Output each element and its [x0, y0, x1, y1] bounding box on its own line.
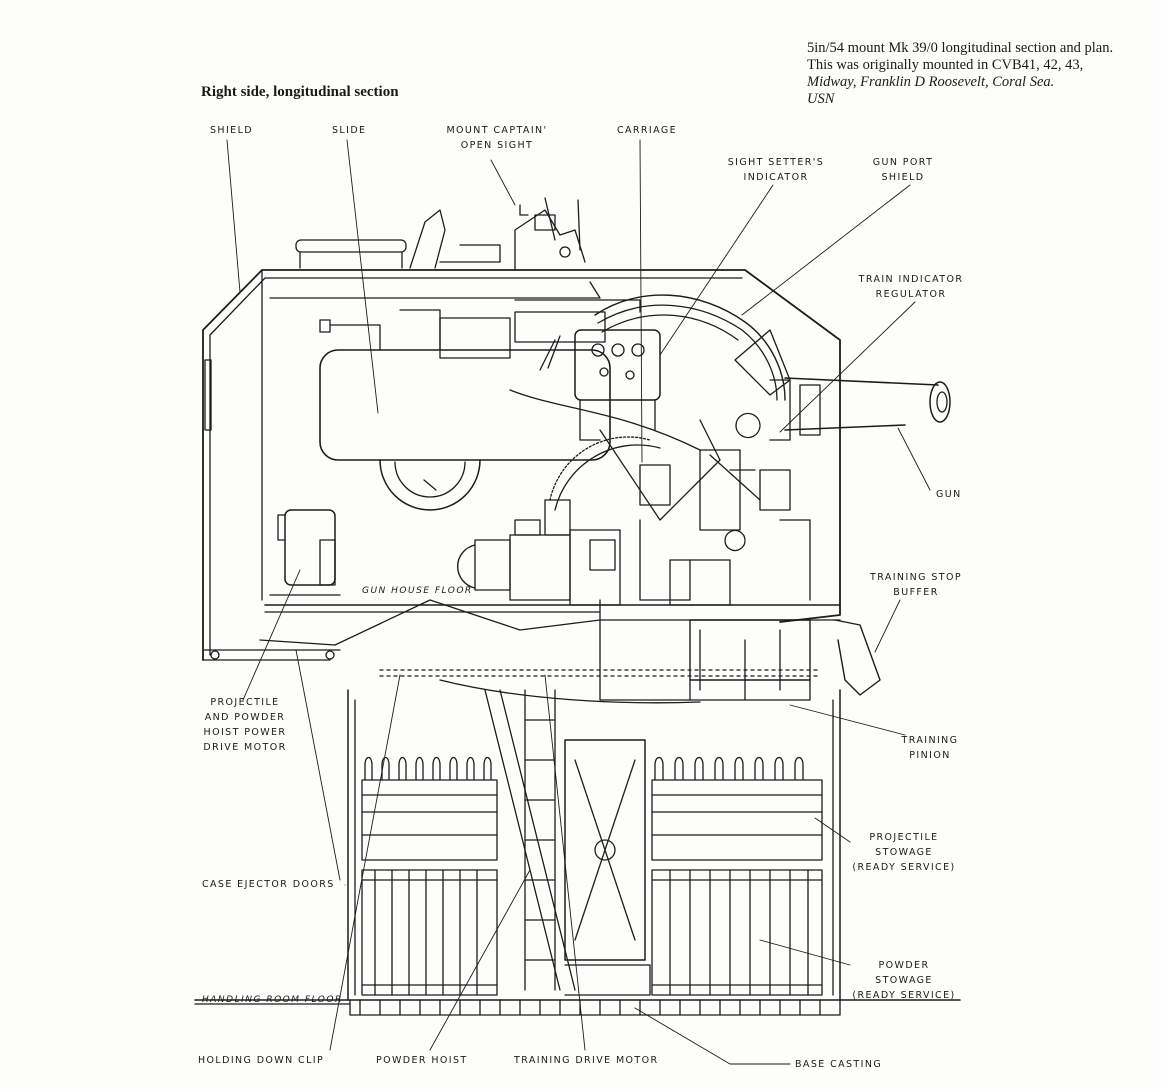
label-gun-house-floor: GUN HOUSE FLOOR — [362, 586, 473, 596]
handling-room — [194, 689, 961, 1005]
carriage — [509, 294, 786, 606]
figure-caption: 5in/54 mount Mk 39/0 longitudinal sectio… — [807, 40, 1157, 108]
label-handling-room-floor: HANDLING ROOM FLOOR — [202, 995, 343, 1005]
gun-barrel — [735, 377, 951, 441]
gun-house-floor — [259, 599, 841, 646]
label-sight-setters-indicator: SIGHT SETTER'S INDICATOR — [727, 157, 825, 183]
label-case-ejector-doors: CASE EJECTOR DOORS — [202, 879, 335, 890]
training-drive-motor — [564, 739, 651, 996]
label-projectile-stowage: PROJECTILE STOWAGE (READY SERVICE) — [852, 832, 956, 873]
ring-gear — [379, 669, 821, 677]
label-training-pinion: TRAINING PINION — [901, 735, 959, 761]
projectile-powder-hoist-motor — [269, 509, 341, 596]
label-train-indicator-regulator: TRAIN INDICATOR REGULATOR — [858, 274, 964, 300]
gun-house-equipment — [456, 499, 621, 606]
label-carriage: CARRIAGE — [617, 125, 678, 136]
label-gun-port-shield: GUN PORT SHIELD — [872, 157, 934, 183]
label-powder-stowage: POWDER STOWAGE (READY SERVICE) — [852, 960, 956, 1001]
powder-stowage-left — [361, 869, 498, 996]
label-mount-captain-open-sight: MOUNT CAPTAIN' OPEN SIGHT — [446, 125, 548, 151]
powder-stowage-right — [651, 869, 823, 996]
label-slide: SLIDE — [332, 125, 367, 136]
gun-port-shield-parts — [699, 329, 811, 601]
projectile-stowage-right — [651, 756, 823, 861]
label-training-stop-buffer: TRAINING STOP BUFFER — [870, 572, 962, 598]
label-base-casting: BASE CASTING — [795, 1059, 883, 1070]
caption-line: Midway, Franklin D Roosevelt, Coral Sea. — [807, 74, 1055, 90]
page-title: Right side, longitudinal section — [201, 84, 399, 100]
slide-body — [319, 299, 641, 511]
base-casting — [349, 999, 841, 1016]
training-gear-assembly — [439, 619, 881, 704]
label-holding-down-clip: HOLDING DOWN CLIP — [198, 1055, 325, 1066]
caption-line: This was originally mounted in CVB41, 42… — [807, 57, 1084, 73]
roof-mechanism — [295, 197, 586, 271]
caption-credit: USN — [807, 91, 835, 107]
label-projectile-powder-hoist-motor: PROJECTILE AND POWDER HOIST POWER DRIVE … — [203, 697, 287, 753]
label-gun: GUN — [936, 489, 962, 500]
shield-outline — [202, 269, 841, 661]
projectile-stowage-left — [361, 756, 498, 861]
leader-lines — [226, 139, 931, 1065]
caption-line: 5in/54 mount Mk 39/0 longitudinal sectio… — [807, 40, 1114, 56]
label-training-drive-motor: TRAINING DRIVE MOTOR — [514, 1055, 659, 1066]
label-shield: SHIELD — [210, 125, 253, 136]
label-powder-hoist: POWDER HOIST — [376, 1055, 468, 1066]
powder-hoist — [484, 689, 576, 991]
